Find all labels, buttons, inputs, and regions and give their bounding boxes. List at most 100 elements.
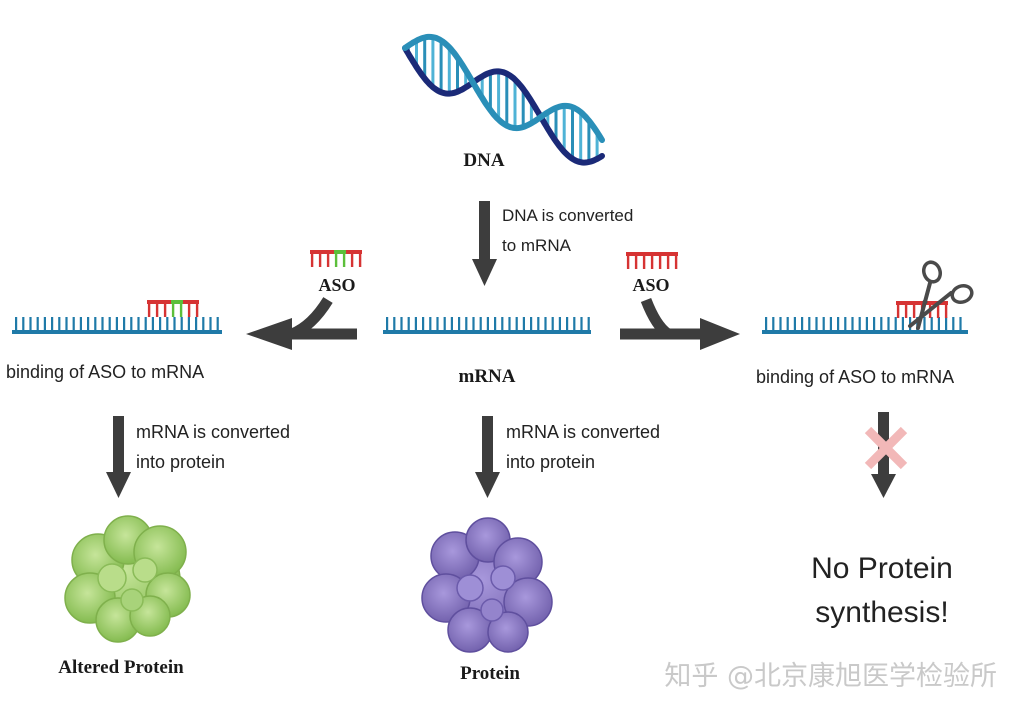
watermark: 知乎 @北京康旭医学检验所 [664,661,997,692]
convert-center-label-1: mRNA is converted [506,422,660,442]
mrna-base [22,317,25,330]
arrow-to-left-binding [246,297,357,350]
mrna-base [180,317,183,330]
mrna-base [94,317,97,330]
mrna-base [414,317,417,330]
mrna-base [429,317,432,330]
mrna-base [15,317,18,330]
aso-base [358,254,362,267]
mrna-strand-left [12,317,222,334]
mrna-base [209,317,212,330]
mrna-base [530,317,533,330]
mrna-base [130,317,133,330]
mrna-base [79,317,82,330]
mrna-base [551,317,554,330]
mrna-base [58,317,61,330]
mrna-base [801,317,804,330]
convert-left-label-2: into protein [136,452,225,472]
aso-base [642,256,646,269]
mrna-base [887,317,890,330]
mrna-base [786,317,789,330]
mrna-base [450,317,453,330]
aso-base [912,305,916,318]
mrna-base [837,317,840,330]
mrna-base [36,317,39,330]
mrna-base [465,317,468,330]
aso-base [310,254,314,267]
mrna-base [844,317,847,330]
mrna-label: mRNA [459,366,516,387]
no-protein-label-1: No Protein [811,552,953,585]
mrna-base [123,317,126,330]
mrna-base [894,317,897,330]
mrna-base [808,317,811,330]
mrna-base [400,317,403,330]
altered-protein-blob [64,515,191,643]
aso-free-left [310,250,362,267]
protein-label: Protein [460,663,520,684]
mrna-base [458,317,461,330]
arrow-center-to-protein [475,416,500,498]
mrna-base [422,317,425,330]
mrna-base [772,317,775,330]
aso-base [334,254,338,267]
aso-base [326,254,330,267]
dna-helix-icon [402,33,605,166]
mrna-strand-right [762,317,968,334]
aso-free-right [626,252,678,269]
mrna-base [937,317,940,330]
mrna-base [202,317,205,330]
mrna-base [443,317,446,330]
mrna-base [108,317,111,330]
aso-bound-left [147,300,199,317]
mrna-base [137,317,140,330]
mrna-base [43,317,46,330]
mrna-base [829,317,832,330]
mrna-base [945,317,948,330]
mrna-base [386,317,389,330]
mrna-base [793,317,796,330]
dna-strand-back [402,45,605,166]
mrna-base [923,317,926,330]
mrna-strand-center [383,317,591,334]
arrow-left-to-protein [106,416,131,498]
altered-protein-label: Altered Protein [58,657,184,678]
mrna-base [501,317,504,330]
aso-backbone [896,301,948,305]
mrna-base [29,317,32,330]
mrna-base [573,317,576,330]
aso-base [350,254,354,267]
mrna-base [436,317,439,330]
mrna-base [952,317,955,330]
aso-left-label: ASO [318,275,355,295]
aso-base [171,304,175,317]
mrna-base [930,317,933,330]
mrna-base [115,317,118,330]
mrna-base [959,317,962,330]
aso-base [626,256,630,269]
aso-base [896,305,900,318]
dna-base-pairs [406,37,599,163]
mrna-base [765,317,768,330]
mrna-base [815,317,818,330]
aso-base [342,254,346,267]
mrna-base [166,317,169,330]
mrna-base [65,317,68,330]
mrna-base [486,317,489,330]
mrna-base [187,317,190,330]
aso-base [634,256,638,269]
mrna-base [851,317,854,330]
mrna-base [144,317,147,330]
arrow-dna-to-mrna [472,201,497,286]
mrna-base [195,317,198,330]
dna-to-mrna-label-1: DNA is converted [502,206,633,225]
aso-base [904,305,908,318]
mrna-backbone [383,330,591,334]
mrna-base [173,317,176,330]
mrna-base [901,317,904,330]
aso-base [666,256,670,269]
mrna-base [407,317,410,330]
aso-backbone-mismatch [334,250,346,254]
aso-base [195,304,199,317]
